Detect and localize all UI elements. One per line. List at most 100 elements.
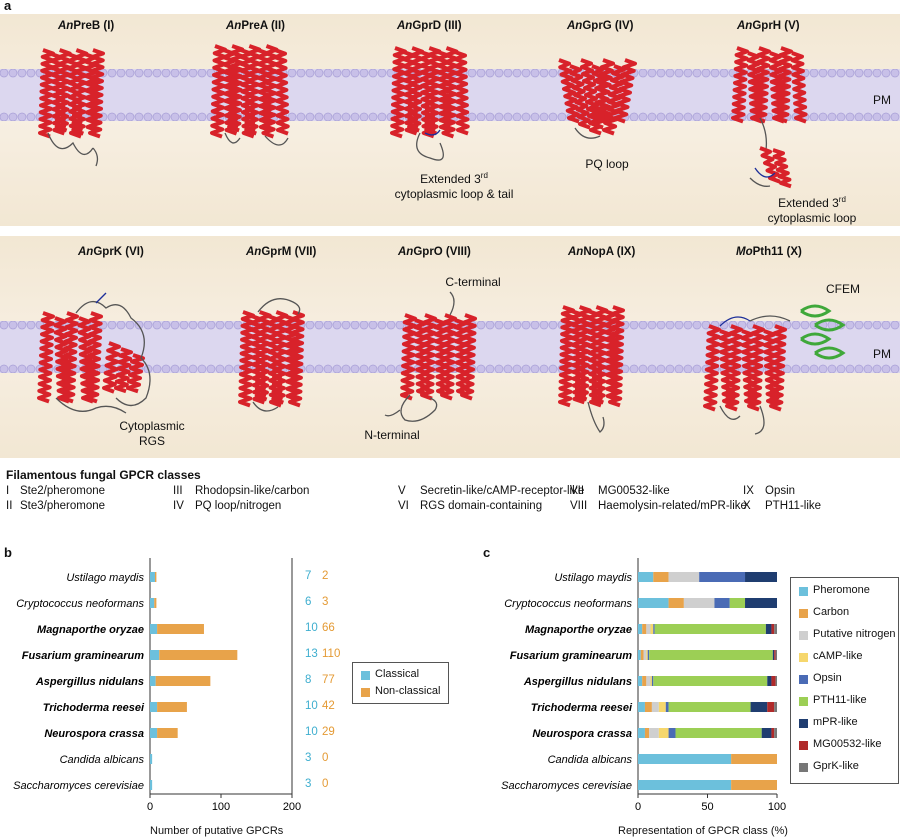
category-label: Ustilago maydis <box>554 572 632 584</box>
bar-segment <box>772 650 775 660</box>
category-label: Aspergillus nidulans <box>523 676 632 688</box>
protein-title-anpreb: AnPreB (I) <box>58 20 115 32</box>
gpcr-class-number: VII <box>570 485 585 497</box>
bar-segment <box>638 728 645 738</box>
bar-segment <box>642 676 647 686</box>
bar-segment <box>157 624 204 634</box>
gpcr-class-label: Secretin-like/cAMP-receptor-like <box>420 485 585 497</box>
count-classical: 6 <box>305 596 312 608</box>
protein-structure-mopth11 <box>703 304 846 435</box>
pm-label-top: PM <box>873 93 891 107</box>
bar-segment <box>761 728 772 738</box>
category-label: Neurospora crassa <box>532 728 632 740</box>
legend-label: mPR-like <box>813 716 858 728</box>
bar-segment <box>653 676 768 686</box>
bar-segment <box>638 598 669 608</box>
bar-segment <box>771 624 775 634</box>
bar-segment <box>775 676 777 686</box>
protein-title-angprg: AnGprG (IV) <box>567 20 634 32</box>
bar-segment <box>150 598 155 608</box>
bar-segment <box>638 572 654 582</box>
bar-segment <box>157 702 187 712</box>
panel-b-letter: b <box>4 545 12 560</box>
protein-structure-angprh <box>731 46 808 189</box>
category-label: Magnaporthe oryzae <box>37 624 144 636</box>
bar-segment <box>638 754 732 764</box>
gpcr-class-number: IX <box>743 485 754 497</box>
annotation-n-terminal: N-terminal <box>364 428 420 442</box>
panel-c-letter: c <box>483 545 491 560</box>
category-label: Magnaporthe oryzae <box>525 624 632 636</box>
gpcr-class-number: VI <box>398 500 409 512</box>
count-non-classical: 29 <box>322 726 335 738</box>
protein-structure-angpro <box>384 291 477 422</box>
category-label: Saccharomyces cerevisiae <box>13 780 144 792</box>
gpcr-class-number: X <box>743 500 751 512</box>
protein-structure-angprm <box>238 298 305 412</box>
bar-segment <box>714 598 730 608</box>
bar-segment <box>699 572 746 582</box>
protein-title-mopth11: MoPth11 (X) <box>736 246 802 258</box>
bar-segment <box>154 572 157 582</box>
category-label: Fusarium graminearum <box>22 650 144 662</box>
chart-c-xlabel: Representation of GPCR class (%) <box>618 825 788 837</box>
legend-swatch-classical <box>361 671 370 680</box>
count-non-classical: 0 <box>322 752 329 764</box>
chart-b-legend: Classical Non-classical <box>352 662 449 704</box>
bar-segment <box>649 728 659 738</box>
category-label: Fusarium graminearum <box>510 650 632 662</box>
gpcr-class-number: IV <box>173 500 184 512</box>
bar-segment <box>731 780 777 790</box>
count-non-classical: 0 <box>322 778 329 790</box>
bar-segment <box>668 702 751 712</box>
gpcr-class-label: Ste3/pheromone <box>20 500 106 512</box>
protein-structure-angprd <box>390 46 470 161</box>
bar-segment <box>646 676 651 686</box>
category-label: Candida albicans <box>548 754 633 766</box>
bar-segment <box>771 728 775 738</box>
bar-segment <box>683 598 715 608</box>
category-label: Neurospora crassa <box>44 728 144 740</box>
bar-segment <box>644 728 650 738</box>
category-label: Trichoderma reesei <box>43 702 145 714</box>
protein-structure-anprea <box>210 44 290 146</box>
legend-label: cAMP-like <box>813 650 863 662</box>
bar-segment <box>638 624 643 634</box>
gpcr-class-label: Rhodopsin-like/carbon <box>195 485 310 497</box>
x-tick-label: 0 <box>147 801 153 813</box>
annotation-pq-loop: PQ loop <box>585 157 629 171</box>
bar-segment <box>745 598 777 608</box>
count-non-classical: 110 <box>322 648 341 660</box>
bar-segment <box>731 754 777 764</box>
gpcr-class-label: Ste2/pheromone <box>20 485 106 497</box>
bar-segment <box>649 650 773 660</box>
bar-segment <box>775 650 777 660</box>
bar-segment <box>159 650 238 660</box>
bar-segment <box>638 702 645 712</box>
annotation-c-terminal: C-terminal <box>445 275 501 289</box>
legend-label: Putative nitrogen <box>813 628 896 640</box>
chart-b-xlabel: Number of putative GPCRs <box>150 825 284 837</box>
protein-title-angprh: AnGprH (V) <box>737 20 800 32</box>
bar-segment <box>646 650 648 660</box>
bar-segment <box>745 572 777 582</box>
count-classical: 3 <box>305 778 312 790</box>
bar-segment <box>774 728 777 738</box>
annotation-cfem: CFEM <box>826 282 860 296</box>
legend-label: Pheromone <box>813 584 870 596</box>
legend-label: Carbon <box>813 606 850 618</box>
bar-segment <box>651 702 659 712</box>
bar-segment <box>774 650 776 660</box>
bar-segment <box>658 702 666 712</box>
bar-segment <box>638 780 732 790</box>
annotation-gprh: Extended 3rd cytoplasmic loop <box>767 195 857 225</box>
gpcr-class-number: III <box>173 485 183 497</box>
category-label: Aspergillus nidulans <box>35 676 144 688</box>
bar-segment <box>658 728 669 738</box>
legend-label: PTH11-like <box>813 694 867 706</box>
count-classical: 8 <box>305 674 312 686</box>
protein-structure-angprk <box>37 292 151 414</box>
protein-title-angprk: AnGprK (VI) <box>78 246 144 258</box>
bar-segment <box>150 572 155 582</box>
